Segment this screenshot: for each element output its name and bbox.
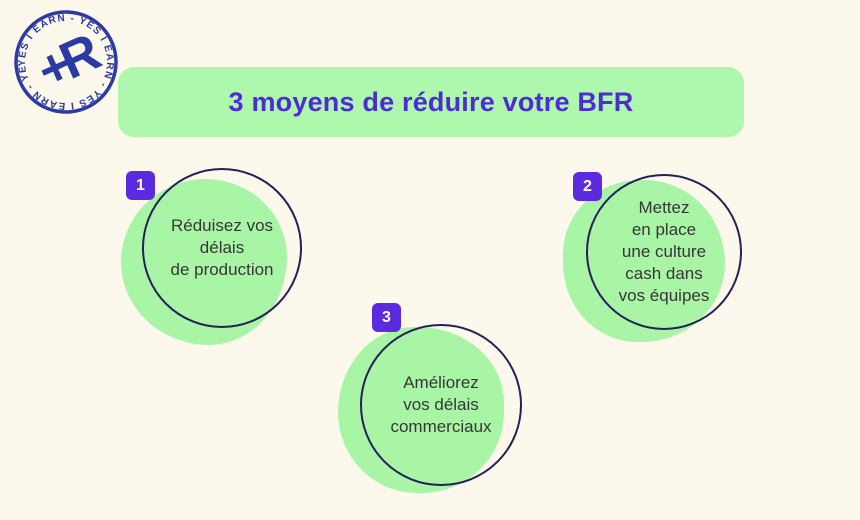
number-badge-3: 3	[372, 303, 401, 332]
page-title: 3 moyens de réduire votre BFR	[228, 86, 634, 117]
outline-circle-3: Améliorez vos délais commerciaux	[360, 324, 522, 486]
outline-circle-1: Réduisez vos délais de production	[142, 168, 302, 328]
brand-stamp-logo: YES I EARN - YES I EARN - YES I EARN - Y…	[2, 0, 126, 122]
badge-number: 3	[382, 308, 391, 326]
item-text-1: Réduisez vos délais de production	[170, 215, 274, 280]
title-banner: 3 moyens de réduire votre BFR	[118, 67, 744, 137]
item-text-2: Mettez en place une culture cash dans vo…	[618, 197, 710, 306]
stamp-logo-icon: YES I EARN - YES I EARN - YES I EARN - Y…	[2, 0, 120, 117]
outline-circle-2: Mettez en place une culture cash dans vo…	[586, 174, 742, 330]
badge-number: 1	[136, 176, 145, 194]
item-text-3: Améliorez vos délais commerciaux	[390, 372, 492, 437]
badge-number: 2	[583, 177, 592, 195]
number-badge-2: 2	[573, 172, 602, 201]
number-badge-1: 1	[126, 171, 155, 200]
